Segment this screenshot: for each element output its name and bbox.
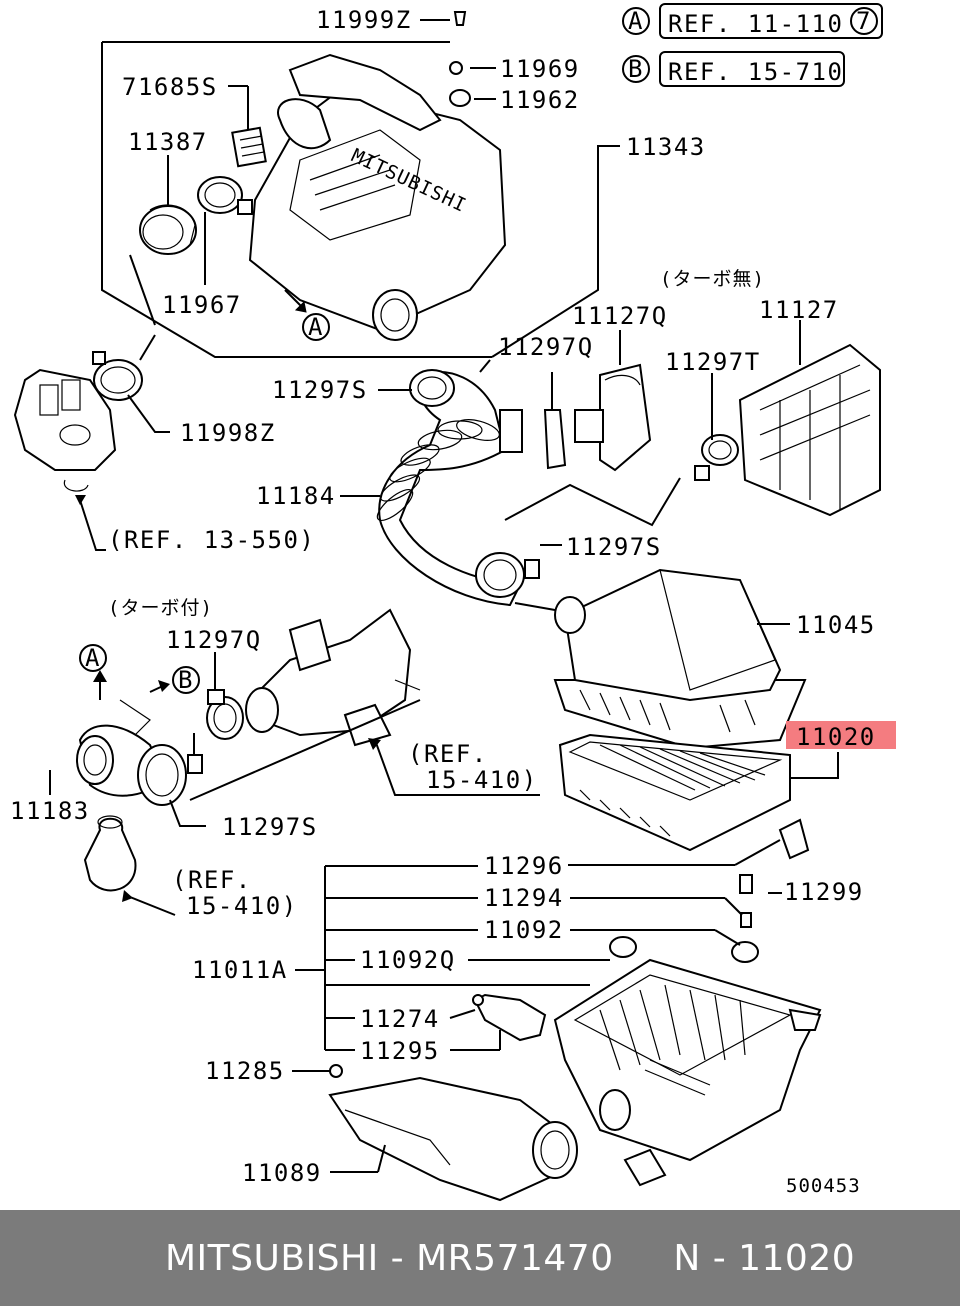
footer-bar: MITSUBISHI - MR571470 N - 11020	[0, 1210, 960, 1306]
throttle-body-area	[13, 334, 170, 551]
air-cleaner-cover	[553, 568, 807, 750]
label-11999Z: 11999Z	[316, 6, 412, 34]
leaders-top	[129, 19, 496, 326]
ref-b-group: B REF. 15-710	[622, 51, 845, 87]
label-ref-15-410-b-1: (REF.	[172, 866, 252, 894]
label-11297Q-turbo: 11297Q	[166, 626, 262, 654]
label-11297S-mid: 11297S	[566, 533, 662, 561]
label-11294: 11294	[484, 884, 564, 912]
label-11285: 11285	[205, 1057, 285, 1085]
label-11184: 11184	[256, 482, 336, 510]
no-turbo-group	[543, 320, 881, 517]
label-11045: 11045	[796, 611, 876, 639]
diagram-id: 500453	[786, 1175, 861, 1197]
label-11020: 11020	[796, 723, 876, 751]
ref-a-badge: A	[628, 7, 644, 35]
label-11962: 11962	[500, 86, 580, 114]
label-ref-13-550: (REF. 13-550)	[108, 526, 315, 554]
label-11967: 11967	[162, 291, 242, 319]
arrow-a-label: A	[308, 313, 324, 341]
label-11274: 11274	[360, 1005, 440, 1033]
label-11998Z: 11998Z	[180, 419, 276, 447]
label-ref-15-410-a-1: (REF.	[408, 740, 488, 768]
ref-a-circled-number: 7	[856, 7, 872, 35]
label-11299: 11299	[784, 878, 864, 906]
label-turbo: (ターボ付)	[108, 597, 213, 619]
label-ref-15-410-b-2: 15-410)	[186, 892, 298, 920]
label-no-turbo: (ターボ無)	[660, 268, 765, 290]
label-11297S-top: 11297S	[272, 376, 368, 404]
label-71685S: 71685S	[122, 73, 218, 101]
arrow-a2-label: A	[85, 644, 101, 672]
arrow-b-label: B	[178, 666, 194, 694]
intake-hose	[340, 359, 681, 611]
label-11127Q: 11127Q	[572, 302, 668, 330]
highlight-11020: 11020	[786, 721, 896, 751]
label-11297S-turbo: 11297S	[222, 813, 318, 841]
label-11296: 11296	[484, 852, 564, 880]
ref-b-badge: B	[628, 55, 644, 83]
label-11183: 11183	[10, 797, 90, 825]
air-cleaner-case	[328, 818, 822, 1202]
label-11089: 11089	[242, 1159, 322, 1187]
intake-cover-assembly: MITSUBISHI A	[101, 11, 620, 358]
label-ref-15-410-a-2: 15-410)	[426, 766, 538, 794]
label-11969: 11969	[500, 55, 580, 83]
label-11297Q-top: 11297Q	[498, 333, 594, 361]
label-11343: 11343	[626, 133, 706, 161]
label-11387: 11387	[128, 128, 208, 156]
leaders-bottom	[292, 839, 782, 1173]
ref-a-group: A REF. 11-110 7	[622, 3, 883, 39]
ref-b-text: REF. 15-710	[668, 58, 843, 86]
ref-a-text: REF. 11-110	[668, 10, 843, 38]
label-11297T: 11297T	[665, 348, 761, 376]
label-11092: 11092	[484, 916, 564, 944]
turbo-group: A B	[49, 608, 540, 916]
parts-diagram: A REF. 11-110 7 B REF. 15-710 MITSUBISHI	[10, 3, 896, 1202]
label-11011A: 11011A	[192, 956, 288, 984]
label-11295: 11295	[360, 1037, 440, 1065]
label-11092Q: 11092Q	[360, 946, 456, 974]
label-11127: 11127	[759, 296, 839, 324]
footer-part-info: MITSUBISHI - MR571470 N - 11020	[165, 1237, 856, 1279]
air-filter-element	[558, 733, 839, 852]
part-labels: 11999Z 71685S 11969 11962 11387 11343 11…	[10, 6, 876, 1197]
